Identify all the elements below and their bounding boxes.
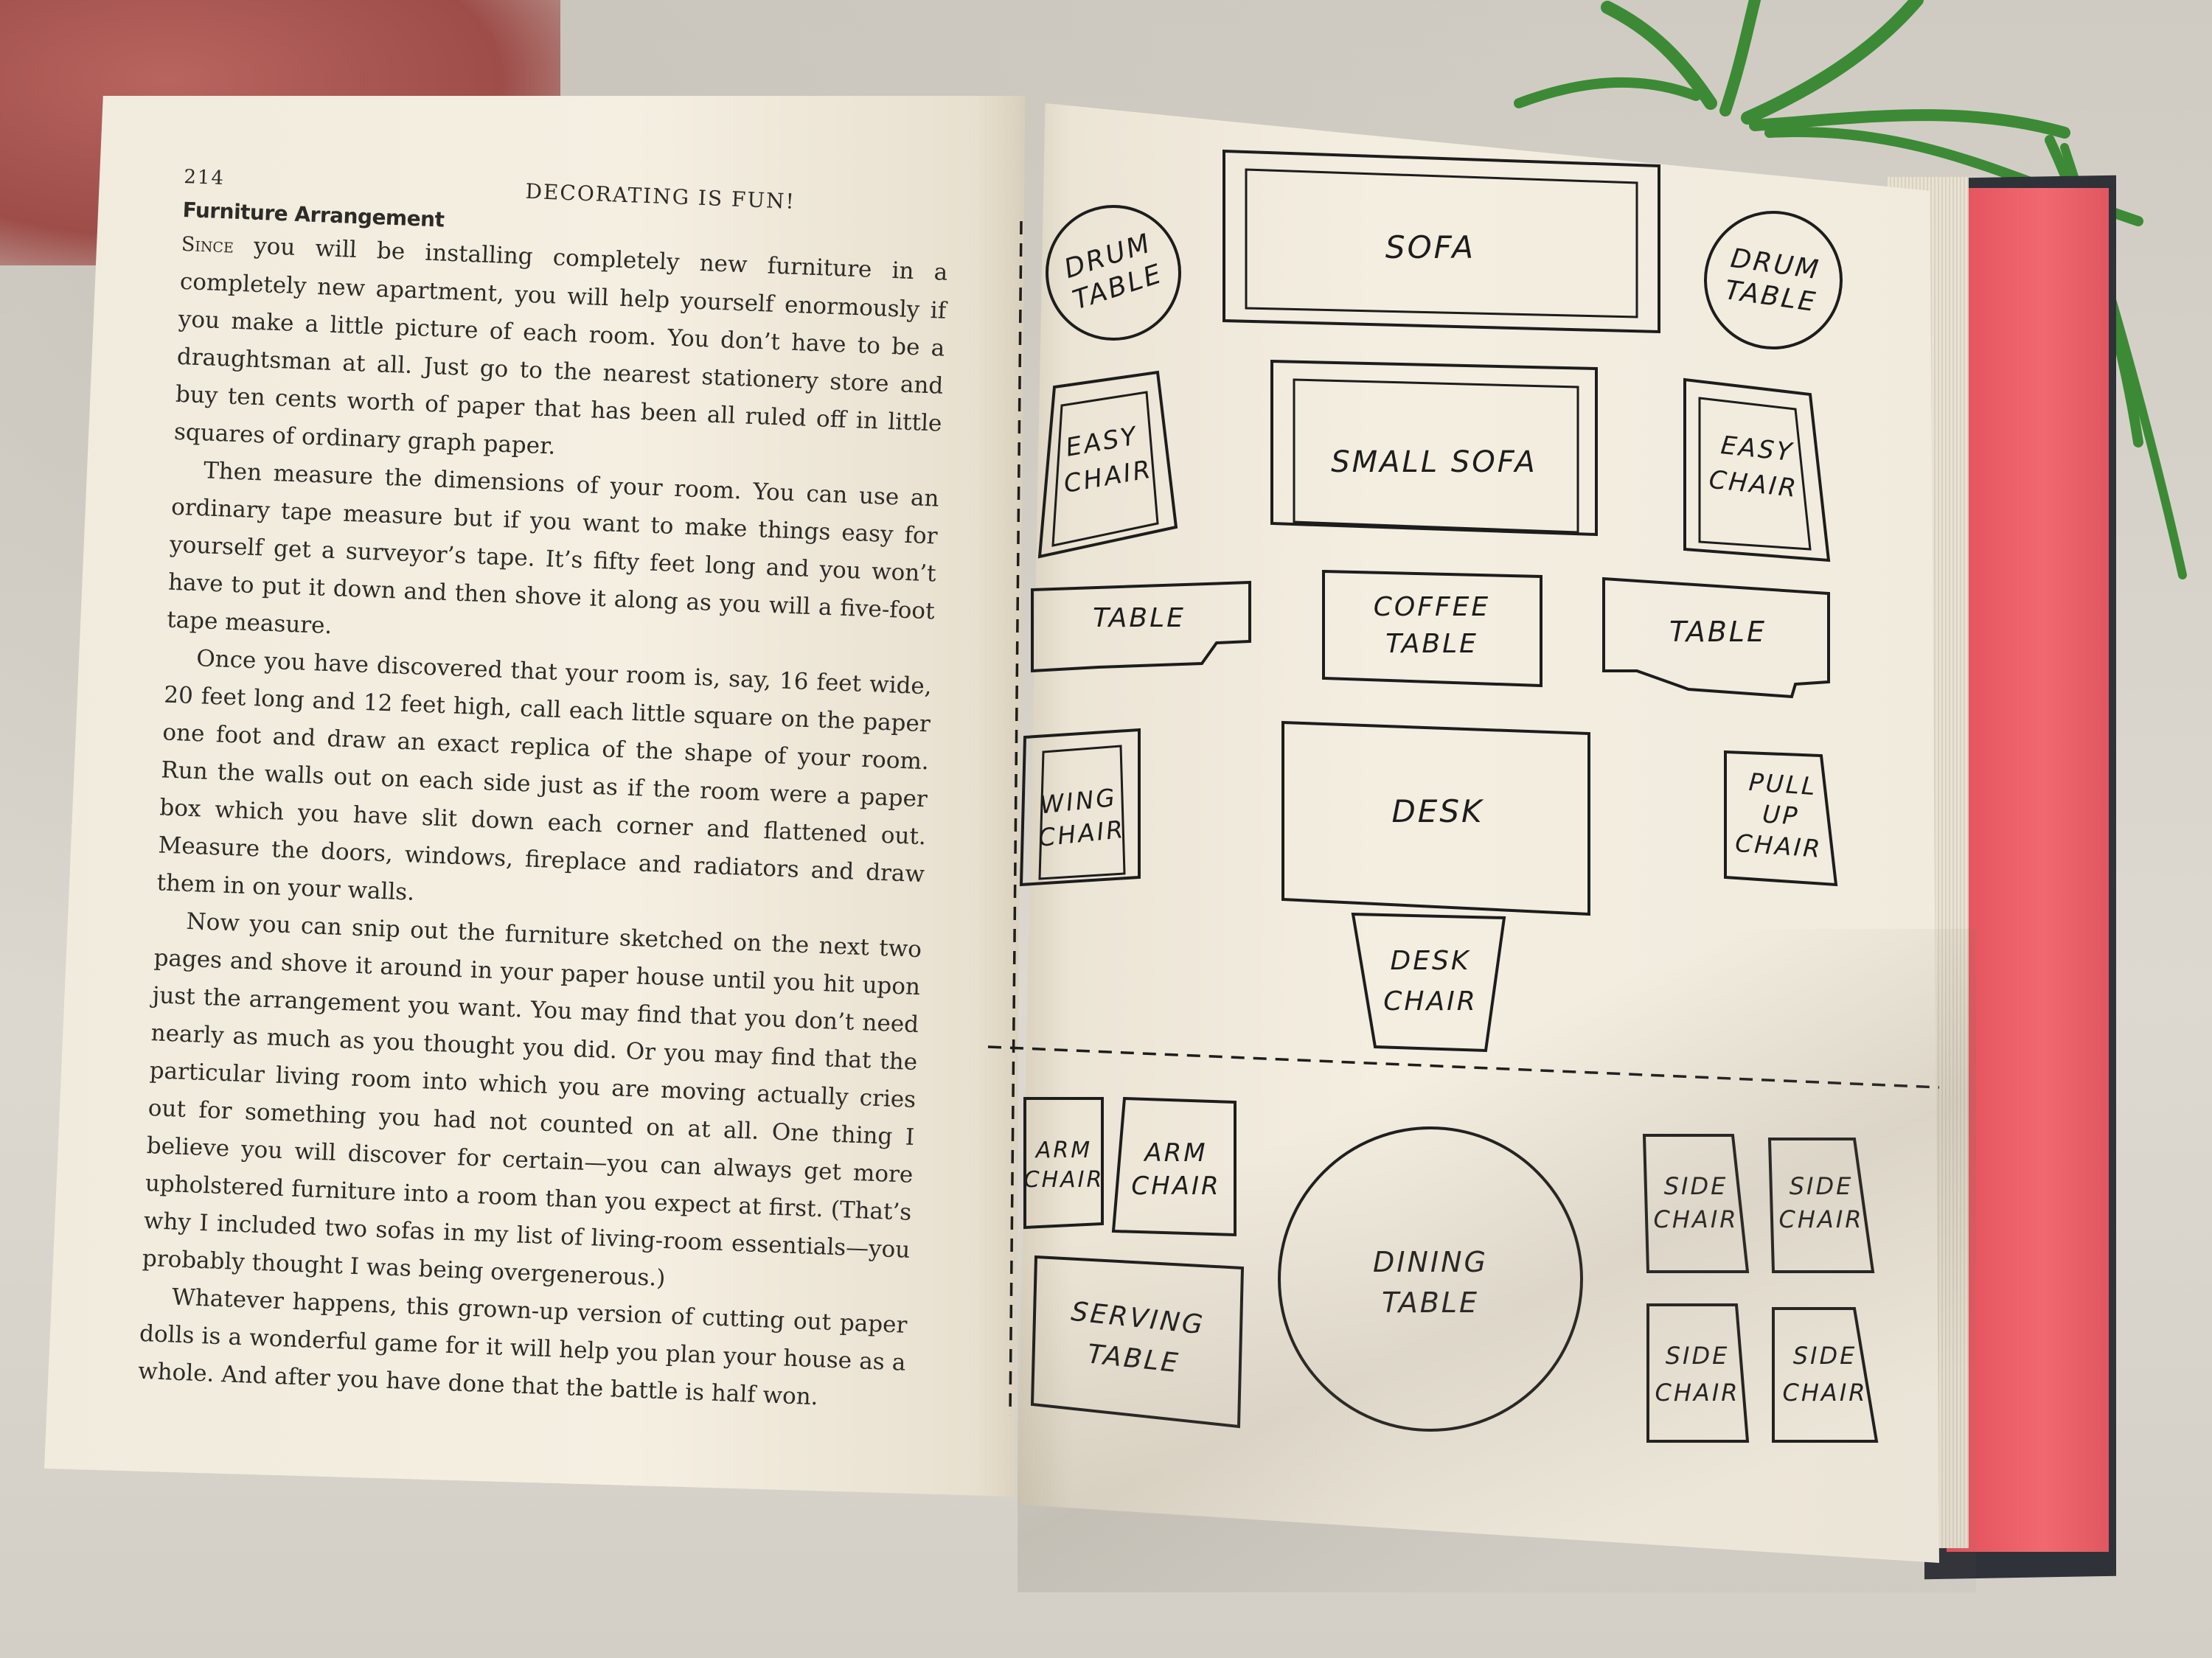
dining-table-line1: DINING [1373,1246,1488,1278]
easy-chair-right-line1: EASY [1719,431,1795,467]
arm-chair-small-line1: ARM [1034,1138,1092,1163]
arm-chair-small[interactable]: ARM CHAIR [1023,1097,1105,1230]
pull-up-chair-line3: CHAIR [1734,829,1823,863]
side-chair-1[interactable]: SIDE CHAIR [1642,1134,1750,1273]
dining-table[interactable]: DINING TABLE [1278,1126,1583,1432]
drum-table-right[interactable]: DRUM TABLE [1704,211,1843,349]
sofa-label: SOFA [1385,229,1475,265]
serving-table-line2: TABLE [1086,1339,1181,1379]
desk[interactable]: DESK [1281,720,1590,916]
coffee-table[interactable]: COFFEE TABLE [1322,569,1543,688]
desk-chair-line2: CHAIR [1383,986,1477,1017]
cut-line-horizontal [987,1045,1939,1089]
wing-chair-line2: CHAIR [1037,815,1127,852]
desk-label: DESK [1391,793,1484,829]
paragraph-lead: Since [181,232,234,258]
table-left[interactable]: TABLE [1031,580,1251,673]
pull-up-chair-line1: PULL [1748,767,1818,801]
table-right[interactable]: TABLE [1602,577,1830,699]
side-chair-4-line1: SIDE [1793,1342,1857,1370]
left-page-text: 214 DECORATING IS FUN! Furniture Arrange… [137,166,950,1420]
easy-chair-right-line2: CHAIR [1708,465,1800,504]
pull-up-chair[interactable]: PULL UP CHAIR [1724,750,1838,887]
side-chair-1-line1: SIDE [1664,1172,1728,1200]
arm-chair-large-line1: ARM [1143,1138,1207,1168]
desk-chair-line1: DESK [1391,946,1471,976]
left-page [44,96,1025,1497]
easy-chair-left-line1: EASY [1063,421,1141,463]
coffee-table-line1: COFFEE [1374,592,1490,622]
arm-chair-small-line2: CHAIR [1024,1167,1105,1193]
sofa[interactable]: SOFA [1222,149,1660,334]
side-chair-4-line2: CHAIR [1783,1379,1868,1407]
easy-chair-left[interactable]: EASY CHAIR [1037,370,1178,559]
desk-chair[interactable]: DESK CHAIR [1351,912,1506,1053]
serving-table[interactable]: SERVING TABLE [1030,1255,1245,1429]
book-page-edge [1947,188,2109,1552]
small-sofa[interactable]: SMALL SOFA [1270,359,1598,537]
wing-chair-line1: WING [1038,783,1118,820]
serving-table-line1: SERVING [1070,1297,1206,1341]
dining-table-line2: TABLE [1382,1286,1479,1319]
side-chair-2-line2: CHAIR [1779,1205,1864,1233]
small-sofa-label: SMALL SOFA [1331,445,1537,479]
paragraph-4: Now you can snip out the furniture sketc… [142,908,922,1292]
drum-table-left[interactable]: DRUM TABLE [1046,205,1181,341]
coffee-table-line2: TABLE [1385,629,1478,659]
side-chair-2[interactable]: SIDE CHAIR [1767,1138,1875,1273]
side-chair-3[interactable]: SIDE CHAIR [1646,1303,1750,1443]
pull-up-chair-line2: UP [1761,799,1801,830]
page-number: 214 [183,166,226,190]
easy-chair-right[interactable]: EASY CHAIR [1683,377,1831,562]
furniture-cutouts-sheet: DRUM TABLE SOFA DRUM TABLE EASY CHAIR SM… [987,149,1939,1443]
paragraph-1: Since you will be installing completely … [173,231,948,460]
arm-chair-large-line2: CHAIR [1131,1171,1220,1201]
table-right-label: TABLE [1669,616,1767,648]
side-chair-3-line2: CHAIR [1655,1379,1740,1407]
cut-line-vertical [1009,220,1023,1416]
side-chair-3-line1: SIDE [1666,1342,1730,1370]
side-chair-2-line1: SIDE [1790,1172,1854,1200]
arm-chair-large[interactable]: ARM CHAIR [1111,1096,1237,1237]
wing-chair[interactable]: WING CHAIR [1019,728,1141,887]
paragraph-2: Then measure the dimensions of your room… [166,457,940,640]
paragraph-3: Once you have discovered that your room … [156,645,933,906]
side-chair-1-line2: CHAIR [1654,1205,1739,1233]
side-chair-4[interactable]: SIDE CHAIR [1772,1307,1879,1443]
table-left-label: TABLE [1093,603,1186,633]
